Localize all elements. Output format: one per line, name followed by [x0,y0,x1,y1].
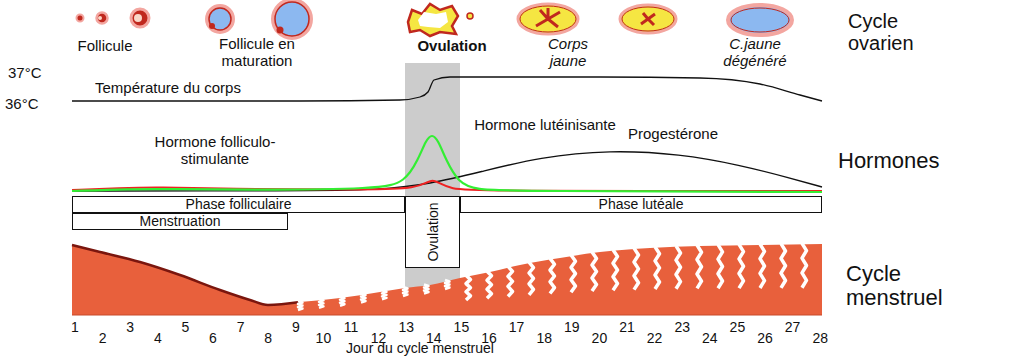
curve-label: Température du corps [95,80,241,97]
spiral-artery-gap [508,266,513,296]
spiral-artery-gap [718,245,723,289]
day-number: 23 [669,320,695,335]
temperature-curve [72,77,822,101]
spiral-artery-gap [613,250,618,290]
stage-label: Follicule [60,38,150,55]
spiral-artery-gap [634,248,639,289]
spiral-artery-gap [739,244,744,288]
spiral-artery-gap [424,284,429,293]
curve-label: Hormone lutéinisante [445,117,645,134]
stage-label: Ovulation [397,38,507,55]
spiral-artery-gap [298,301,303,310]
day-number: 7 [228,320,254,335]
day-number: 28 [807,331,833,346]
day-number: 19 [559,320,585,335]
axis-value: 37°C [8,65,42,82]
day-number: 6 [200,331,226,346]
spiral-artery-gap [655,247,660,289]
axis-title: Jour du cycle menstruel [290,341,550,356]
spiral-artery-gap [592,252,597,291]
day-number: 20 [586,331,612,346]
spiral-artery-gap [382,290,387,299]
day-number: 22 [642,331,668,346]
day-number: 9 [283,320,309,335]
day-number: 21 [614,320,640,335]
day-number: 25 [724,320,750,335]
stage-label: Follicule en maturation [202,36,312,69]
endometrium-base [72,315,822,316]
spiral-artery-gap [340,297,345,306]
day-number: 8 [255,331,281,346]
spiral-artery-gap [361,294,366,303]
day-number: 1 [62,320,88,335]
spiral-artery-gap [319,299,324,308]
phase-label: Ovulation [426,202,440,261]
spiral-artery-gap [802,243,807,287]
spiral-artery-gap [550,258,555,293]
spiral-artery-gap [760,244,765,288]
phase-label: Phase folliculaire [73,197,404,211]
day-number: 24 [697,331,723,346]
phase-band: Phase lutéale [460,196,822,213]
spiral-artery-gap [445,280,450,289]
day-number: 27 [780,320,806,335]
day-number: 17 [504,320,530,335]
hormone-curves [72,77,822,192]
phase-label: Menstruation [73,214,287,228]
day-number: 26 [752,331,778,346]
day-number: 10 [310,331,336,346]
stage-label: C.jaune dégénéré [710,36,800,69]
spiral-artery-gap [529,262,534,295]
spiral-artery-gap [676,246,681,289]
day-number: 15 [448,320,474,335]
phase-band: Phase folliculaire [72,196,405,213]
spiral-artery-gap [697,245,702,288]
day-number: 2 [90,331,116,346]
day-number: 4 [145,331,171,346]
curve-label: Progestérone [628,126,718,143]
phase-label: Phase lutéale [461,197,821,211]
section-title: Hormones [838,149,939,173]
day-number: 3 [117,320,143,335]
menstrual-shedding [72,245,300,305]
day-number: 5 [172,320,198,335]
stage-label: Corps jaune [538,36,598,69]
axis-value: 36°C [5,96,39,113]
day-number: 11 [338,320,364,335]
ovulation-box: Ovulation [405,196,460,268]
section-title: Cycle menstruel [846,262,966,310]
curve-label: Hormone folliculo-stimulante [135,134,295,167]
section-title: Cycle ovarien [848,10,958,54]
spiral-artery-gap [487,271,492,298]
ovarian-cycle-icons [77,0,793,38]
phase-band: Menstruation [72,213,288,230]
spiral-artery-gap [781,244,786,288]
spiral-artery-gap [466,275,471,300]
spiral-artery-gap [403,287,408,296]
spiral-artery-gap [571,255,576,292]
day-number: 13 [393,320,419,335]
day-number: 18 [531,331,557,346]
